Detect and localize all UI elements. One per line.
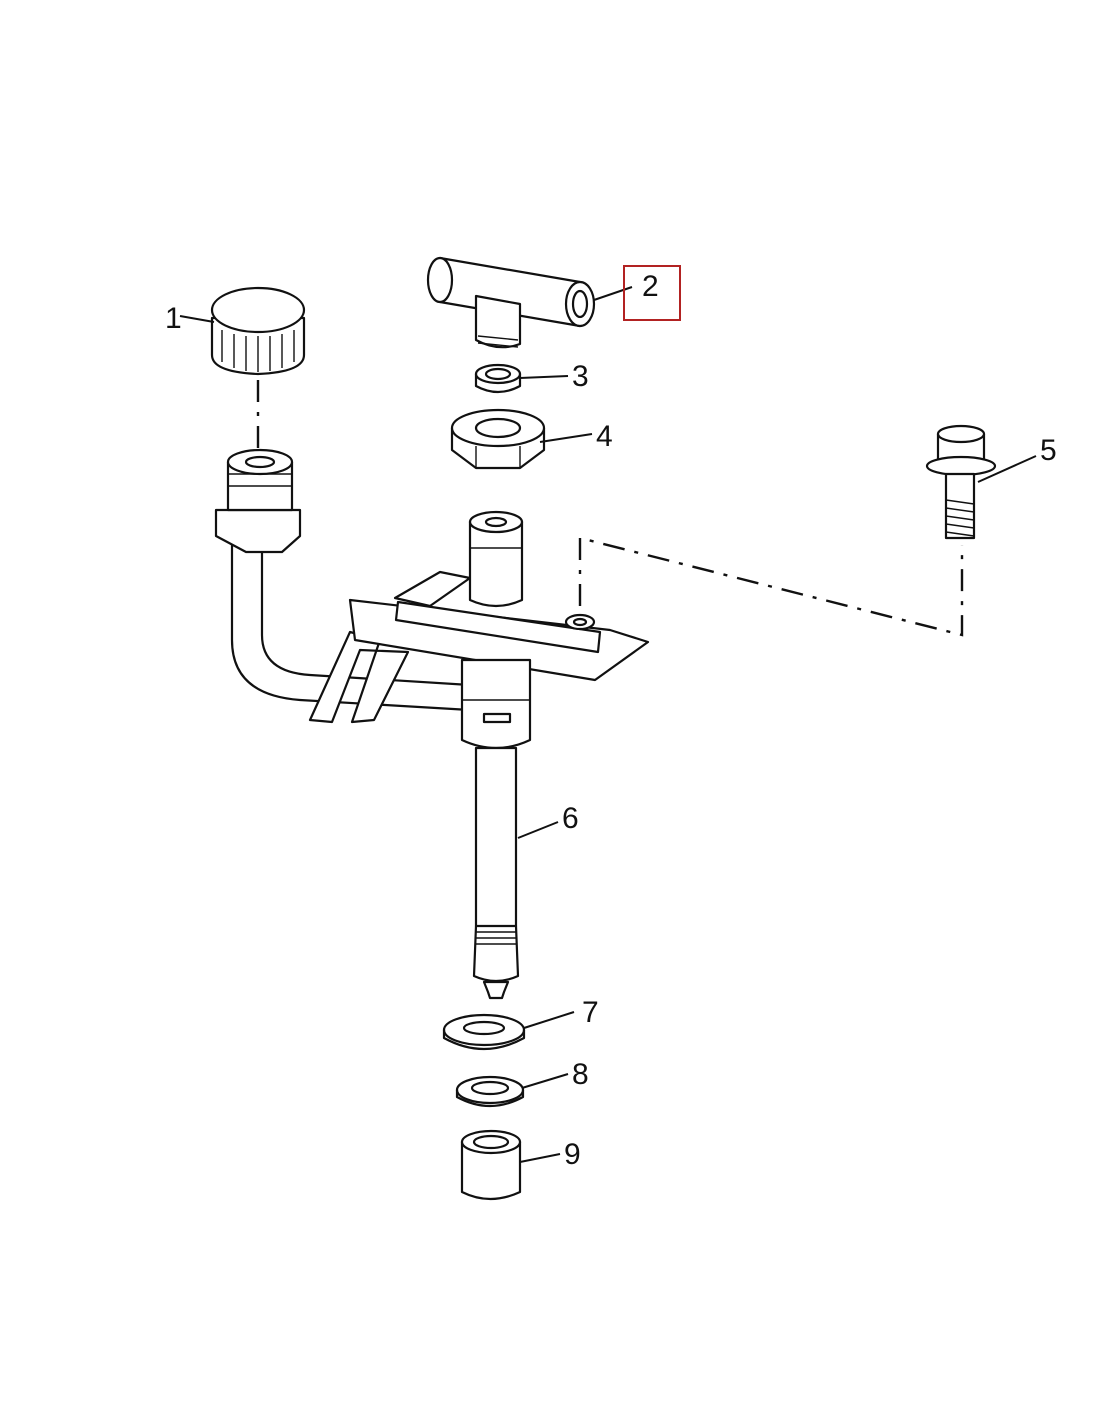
part-9-sleeve: [460, 1129, 522, 1201]
part-8-washer: [455, 1075, 525, 1107]
callout-4: 4: [596, 420, 613, 453]
part-3-ring: [474, 363, 522, 394]
callout-5: 5: [1040, 434, 1057, 467]
highlight-box-callout-2: [623, 265, 681, 321]
assembly-lines: [256, 380, 964, 637]
part-1-cap: [210, 286, 306, 376]
callout-3: 3: [572, 360, 589, 393]
callout-1: 1: [165, 302, 182, 335]
leader-lines: [179, 286, 1037, 1163]
callout-9: 9: [564, 1138, 581, 1171]
callout-7: 7: [582, 996, 599, 1029]
callout-2: 2: [642, 270, 659, 303]
callout-6: 6: [562, 802, 579, 835]
part-6-injector: [460, 510, 532, 1000]
callout-labels: 1 2 3 4 5 6 7 8 9: [165, 270, 1057, 1171]
part-2-tee-fitting: [426, 256, 596, 349]
fuel-pipe: [214, 448, 472, 712]
part-7-washer: [442, 1013, 526, 1051]
part-4-hex-nut: [450, 408, 546, 470]
callout-8: 8: [572, 1058, 589, 1091]
part-5-bolt: [925, 424, 997, 540]
